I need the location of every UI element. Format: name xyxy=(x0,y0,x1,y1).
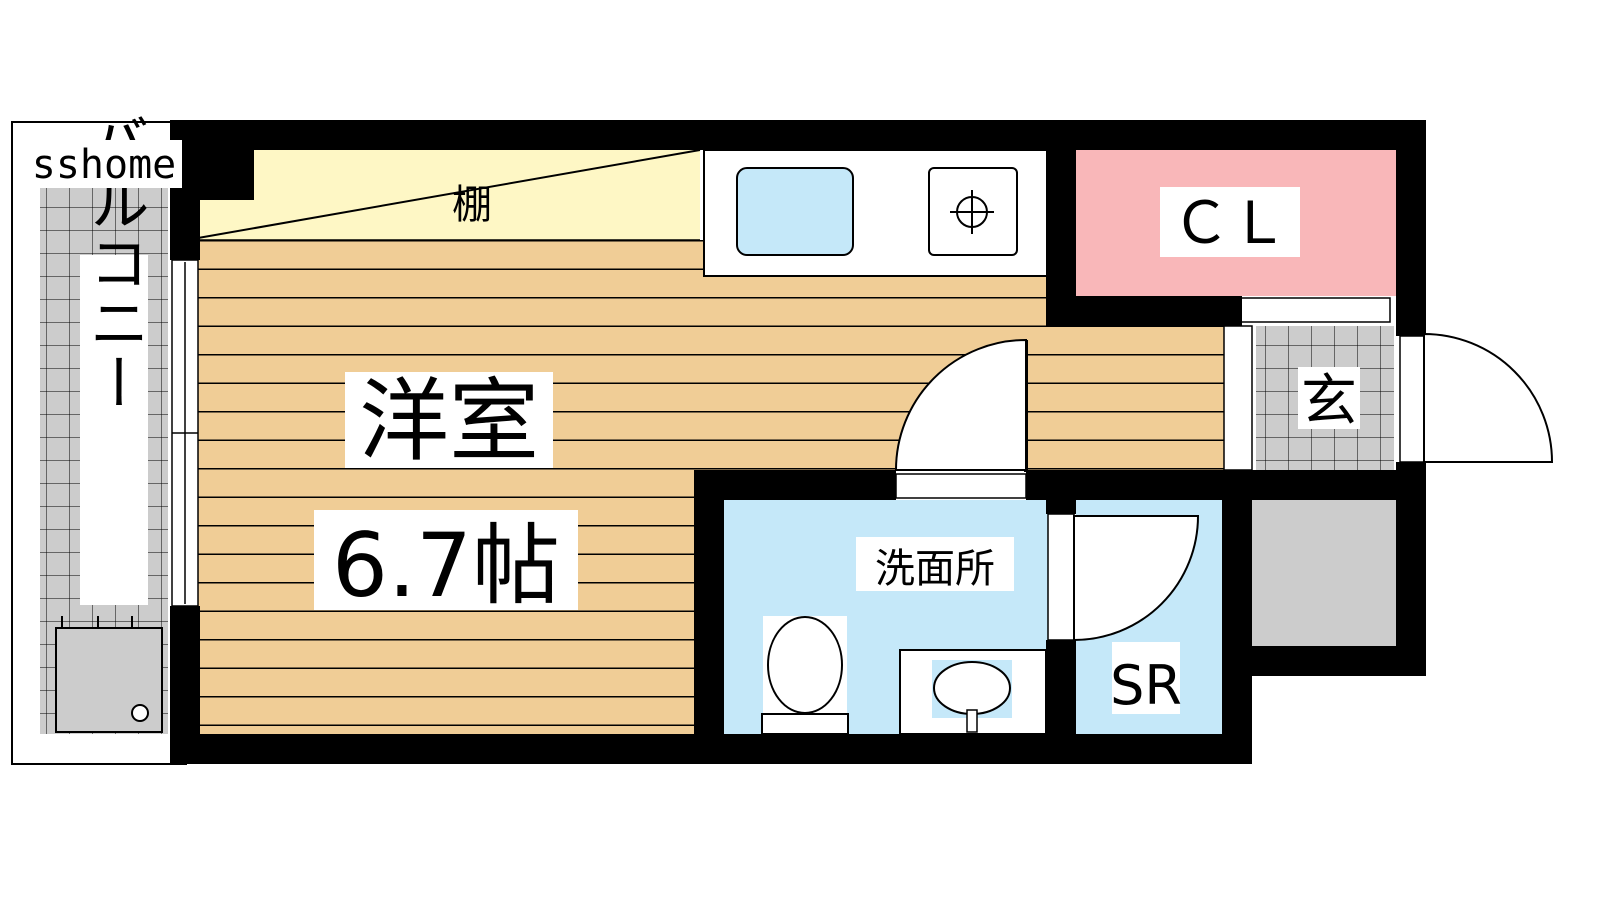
sshome-watermark: sshome xyxy=(32,142,177,188)
walls xyxy=(170,120,1426,764)
western-room xyxy=(196,149,1226,734)
closet-label: ＣＬ xyxy=(1172,189,1288,257)
kitchen-counter xyxy=(703,149,1049,277)
storage-room-door xyxy=(1047,513,1200,642)
toilet-icon xyxy=(761,616,849,735)
storage-room-label: SR xyxy=(1110,654,1182,717)
entrance-door xyxy=(1399,332,1554,463)
shoe-cabinet xyxy=(1252,500,1398,646)
washroom-label: 洗面所 xyxy=(875,546,995,592)
western-room-size: 6.7帖 xyxy=(332,514,560,617)
western-room-label: 洋室 xyxy=(359,369,539,474)
balcony-window xyxy=(171,259,199,607)
entrance-label: 玄 xyxy=(1301,369,1357,434)
balcony: バルコニー xyxy=(11,112,187,765)
washroom: 洗面所 xyxy=(724,500,1048,735)
kitchen-sink xyxy=(736,167,854,256)
shelf-label: 棚 xyxy=(452,182,492,228)
entrance: 玄 xyxy=(1223,325,1394,471)
ac-outdoor-unit xyxy=(55,616,163,733)
washroom-door xyxy=(894,338,1028,499)
stove-burner-icon xyxy=(928,167,1018,256)
washbasin-icon xyxy=(899,649,1047,735)
